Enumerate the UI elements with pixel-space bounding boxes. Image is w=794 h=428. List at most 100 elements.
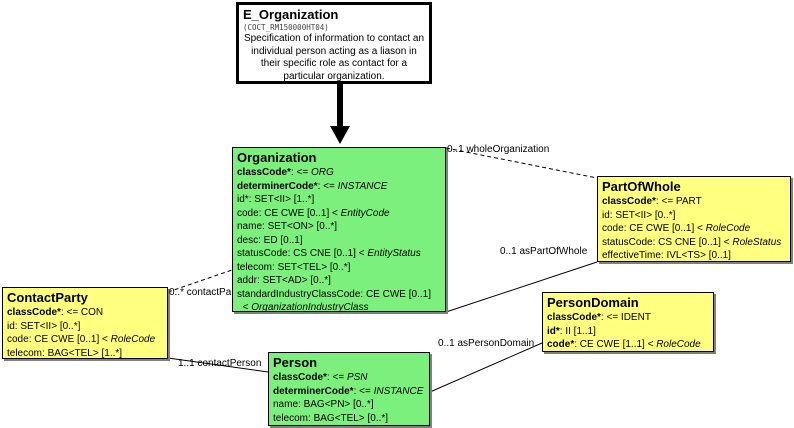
label-contact-person: 1..1 contactPerson (178, 358, 262, 369)
attribute-row: classCode*: <= IDENT (547, 311, 709, 325)
attribute-row: code: CE CWE [0..1] < RoleCode (602, 222, 786, 236)
attribute-type: : SET<AD> [0..*] (257, 275, 331, 286)
attribute-row: code*: CE CWE [1..1] < RoleCode (547, 338, 709, 352)
attribute-name: code (602, 223, 624, 234)
attribute-type: : SET<II> [0..*] (14, 320, 81, 332)
attribute-row: name: SET<ON> [0..*] (237, 220, 441, 234)
attribute-type: : SET<II> [1..*] (248, 194, 315, 205)
attribute-row: classCode*: <= PSN (273, 371, 425, 385)
attribute-row: id: SET<II> [0..*] (602, 209, 786, 223)
attribute-name: telecom (273, 412, 309, 424)
attribute-type: : CE CWE [1..1] < (574, 339, 657, 350)
class-title: PersonDomain (547, 295, 639, 310)
attribute-type: : <= (290, 167, 311, 178)
attribute-name: classCode* (237, 167, 291, 178)
attribute-vocabulary: PSN (346, 372, 368, 383)
attribute-type: : CE CWE [0..1] (360, 288, 431, 300)
attribute-name: id* (237, 194, 249, 205)
attribute-row: id*: II [1..1] (547, 325, 709, 339)
attribute-row: < OrganizationIndustryClass (237, 301, 441, 315)
attribute-row: code: CE CWE [0..1] < RoleCode (7, 333, 163, 347)
attribute-vocabulary: RoleCode (705, 223, 751, 234)
attribute-type: : CE CWE [0..1] < (623, 223, 706, 234)
attribute-name: name (237, 221, 263, 232)
attribute-name: telecom (7, 347, 43, 359)
attribute-row: classCode*: <= PART (602, 195, 786, 209)
attribute-type: : <= CON (60, 307, 104, 318)
attribute-name: telecom (237, 261, 273, 273)
attribute-type: : ED [0..1] (258, 234, 303, 246)
attribute-name: code (237, 207, 259, 219)
attribute-vocabulary: INSTANCE (373, 385, 424, 397)
attribute-type: : CS CNE [0..1] < (652, 236, 733, 248)
class-title: ContactParty (7, 290, 88, 305)
attribute-row: statusCode: CS CNE [0..1] < RoleStatus (602, 236, 786, 250)
attribute-name: addr (237, 275, 258, 286)
attribute-row: effectiveTime: IVL<TS> [0..1] (602, 249, 786, 263)
attribute-row: name: BAG<PN> [0..*] (273, 398, 425, 412)
entry-point-box: E_Organization (COCT_RM150000HT04) Speci… (236, 2, 432, 84)
attribute-type: : <= (317, 180, 338, 192)
attribute-type: : <= (326, 372, 347, 383)
attribute-row: standardIndustryClassCode: CE CWE [0..1] (237, 288, 441, 302)
class-title: PartOfWhole (602, 179, 681, 194)
attribute-name: name (273, 399, 299, 410)
attribute-name: id* (547, 325, 560, 337)
label-as-part-of-whole: 0..1 asPartOfWhole (500, 246, 588, 257)
attribute-vocabulary: RoleCode (656, 339, 701, 350)
attribute-name: statusCode (237, 248, 288, 259)
attribute-type: : SET<TEL> [0..*] (272, 261, 351, 273)
attribute-vocabulary: ORG (310, 167, 334, 178)
attribute-type: : <= IDENT (600, 312, 651, 323)
attribute-type: < (237, 302, 252, 313)
attribute-vocabulary: OrganizationIndustryClass (251, 302, 369, 313)
class-title: Person (273, 355, 318, 370)
attribute-row: desc: ED [0..1] (237, 234, 441, 248)
attribute-vocabulary: RoleCode (110, 334, 156, 345)
attribute-name: code (7, 334, 29, 345)
label-contact-party: 0..* contactParty (169, 287, 231, 298)
attribute-row: addr: SET<AD> [0..*] (237, 274, 441, 288)
attribute-type: : <= PART (655, 196, 702, 207)
class-title: Organization (237, 150, 317, 165)
attribute-type: : CS CNE [0..1] < (287, 248, 368, 259)
org-partofwhole-dashed-line (445, 147, 598, 179)
attribute-row: statusCode: CS CNE [0..1] < EntityStatus (237, 247, 441, 261)
attribute-row: determinerCode*: <= INSTANCE (273, 385, 425, 399)
entry-point-title: E_Organization (243, 7, 339, 22)
attribute-row: id*: SET<II> [1..*] (237, 193, 441, 207)
attribute-type: : SET<ON> [0..*] (262, 221, 338, 232)
attribute-type: : CE CWE [0..1] < (28, 334, 111, 345)
attribute-row: classCode*: <= ORG (237, 166, 441, 180)
attribute-name: classCode* (273, 372, 327, 383)
attribute-type: : II [1..1] (559, 325, 596, 337)
attribute-row: classCode*: <= CON (7, 306, 163, 320)
label-whole-organization: 0..1 wholeOrganization (447, 144, 550, 155)
contactparty-person-line (167, 357, 269, 373)
attribute-type: : BAG<PN> [0..*] (298, 399, 374, 410)
attribute-type: : <= (353, 385, 374, 397)
attribute-name: standardIndustryClassCode (237, 288, 361, 300)
attribute-type: : CE CWE [0..1] < (258, 207, 341, 219)
attribute-name: id (602, 209, 610, 221)
attribute-name: id (7, 320, 15, 332)
contactparty-org-dashed-line (167, 269, 233, 293)
attribute-name: classCode* (547, 312, 601, 323)
attribute-vocabulary: RoleStatus (732, 236, 782, 248)
attribute-row: determinerCode*: <= INSTANCE (237, 180, 441, 194)
attribute-name: statusCode (602, 236, 653, 248)
attribute-name: classCode* (7, 307, 61, 318)
attribute-name: code* (547, 339, 575, 350)
attribute-row: telecom: BAG<TEL> [0..*] (273, 412, 425, 426)
partofwhole-org-line (445, 261, 598, 313)
